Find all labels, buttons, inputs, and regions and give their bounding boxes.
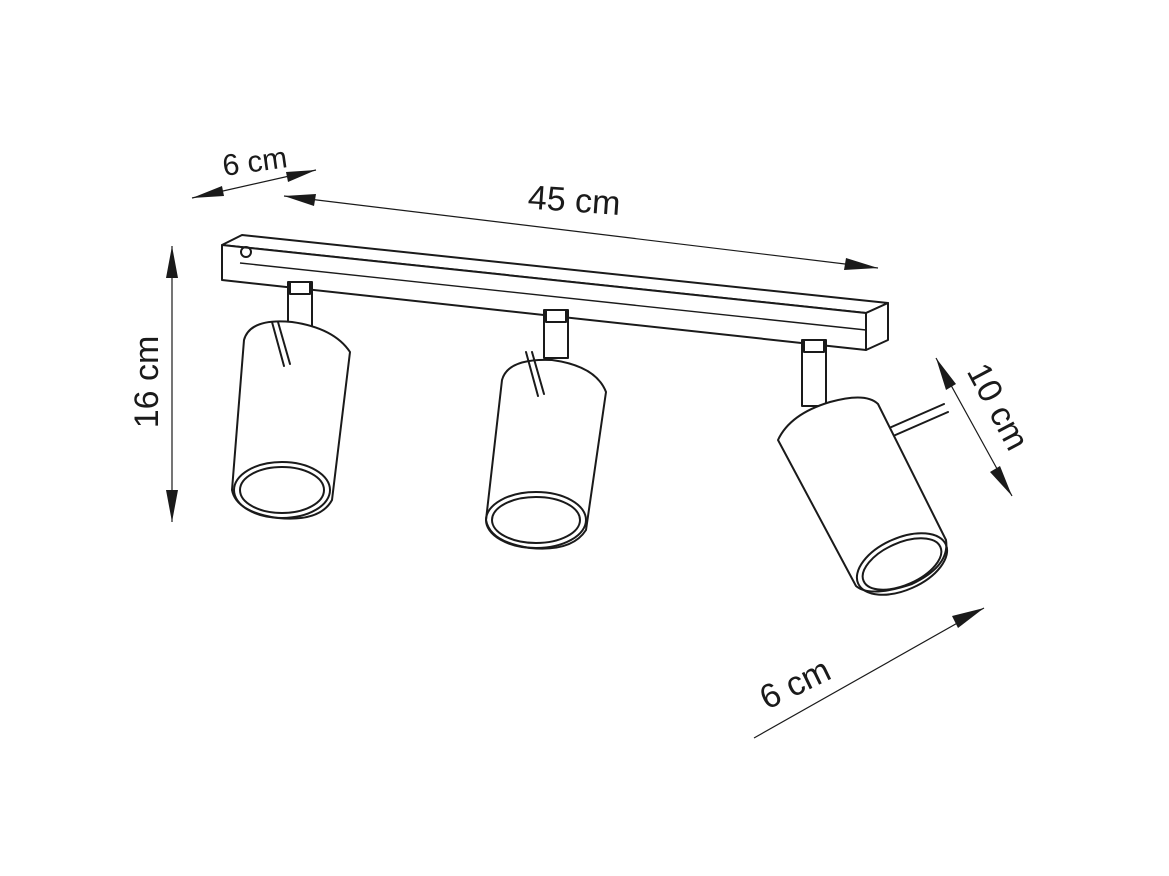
- dimension-length: 45 cm: [283, 179, 879, 270]
- label-depth-top: 6 cm: [220, 141, 289, 183]
- dimension-spot-diameter: 6 cm: [753, 607, 985, 739]
- spotlight-1: [231, 281, 351, 520]
- dimension-height: 16 cm: [128, 246, 178, 522]
- label-length: 45 cm: [527, 179, 622, 223]
- label-spot-diameter: 6 cm: [754, 651, 837, 717]
- dimension-spot-length: 10 cm: [935, 357, 1036, 497]
- label-height: 16 cm: [128, 336, 166, 429]
- spotlight-2: [485, 309, 607, 550]
- screw-hole: [240, 246, 252, 258]
- spotlight-3: [777, 339, 949, 596]
- label-spot-length: 10 cm: [959, 357, 1036, 457]
- ceiling-bar: [221, 234, 889, 351]
- dimension-depth-top: 6 cm: [191, 141, 317, 199]
